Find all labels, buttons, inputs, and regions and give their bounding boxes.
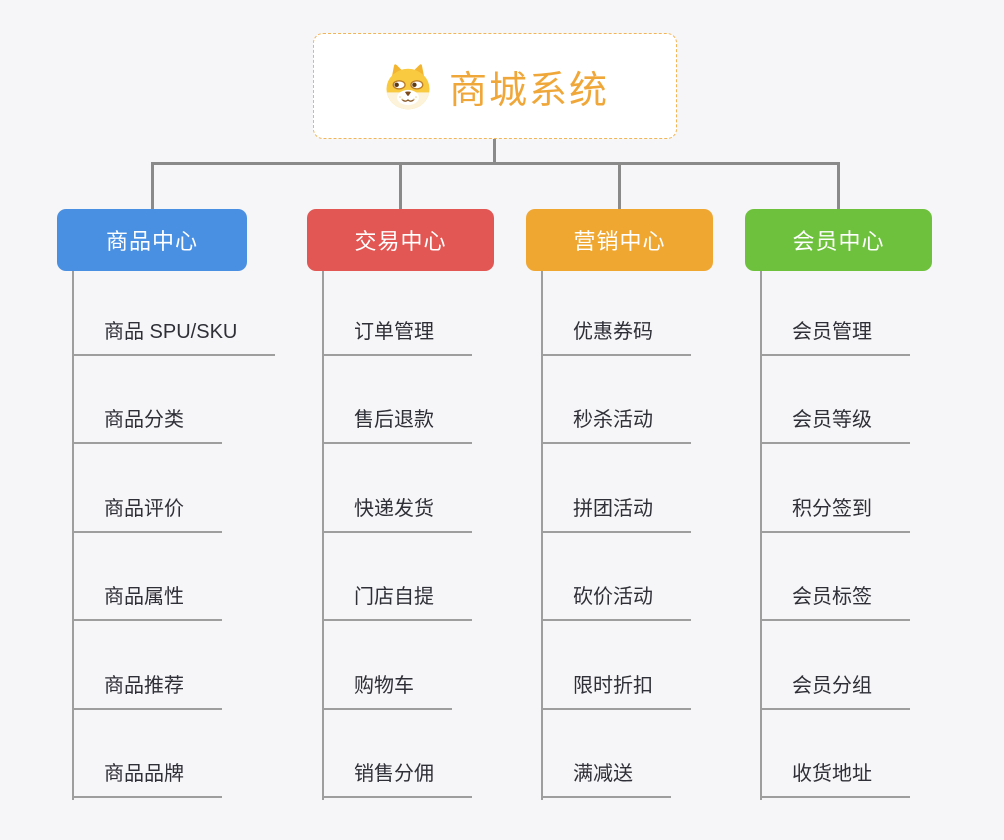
leaf-node[interactable]: 订单管理: [322, 320, 472, 356]
branch-node-1[interactable]: 交易中心: [307, 209, 494, 271]
branch-trunk-line-2: [541, 271, 543, 800]
branch-trunk-line-1: [322, 271, 324, 800]
leaf-node[interactable]: 会员等级: [760, 408, 910, 445]
leaf-node[interactable]: 快递发货: [322, 497, 472, 533]
branch-label: 会员中心: [792, 229, 885, 254]
connector-branch-drop-2: [618, 162, 621, 210]
leaf-node[interactable]: 积分签到: [760, 497, 910, 533]
branch-node-0[interactable]: 商品中心: [57, 209, 247, 271]
leaf-node[interactable]: 商品属性: [72, 585, 222, 622]
branch-node-3[interactable]: 会员中心: [745, 209, 932, 271]
root-node[interactable]: 商城系统: [313, 33, 677, 139]
connector-branch-drop-3: [837, 162, 840, 210]
leaf-node[interactable]: 满减送: [541, 762, 671, 798]
leaf-node[interactable]: 会员标签: [760, 585, 910, 622]
branch-label: 商品中心: [105, 229, 198, 254]
leaf-node[interactable]: 商品推荐: [72, 674, 222, 710]
branch-trunk-line-0: [72, 271, 74, 800]
leaf-node[interactable]: 商品分类: [72, 408, 222, 445]
connector-branch-drop-0: [150, 162, 154, 210]
leaf-node[interactable]: 优惠券码: [541, 320, 691, 356]
leaf-node[interactable]: 秒杀活动: [541, 408, 691, 445]
leaf-node[interactable]: 商品 SPU/SKU: [72, 320, 276, 356]
leaf-node[interactable]: 收货地址: [760, 762, 910, 798]
branch-label: 交易中心: [354, 229, 447, 254]
leaf-node[interactable]: 购物车: [322, 674, 452, 710]
branch-label: 营销中心: [573, 229, 666, 254]
shiba-dog-face-icon: [386, 63, 430, 109]
root-title: 商城系统: [448, 69, 609, 112]
leaf-node[interactable]: 拼团活动: [541, 497, 691, 533]
leaf-node[interactable]: 销售分佣: [322, 762, 472, 798]
leaf-node[interactable]: 砍价活动: [541, 585, 691, 622]
connector-branch-drop-1: [399, 162, 402, 210]
leaf-node[interactable]: 会员管理: [760, 320, 910, 356]
leaf-node[interactable]: 商品品牌: [72, 762, 222, 798]
leaf-node[interactable]: 会员分组: [760, 674, 910, 710]
leaf-node[interactable]: 限时折扣: [541, 674, 691, 710]
leaf-node[interactable]: 门店自提: [322, 585, 472, 622]
branch-trunk-line-3: [760, 271, 762, 800]
connector-root-vertical: [493, 139, 496, 165]
connector-bus: [150, 162, 840, 165]
leaf-node[interactable]: 售后退款: [322, 408, 472, 445]
branch-node-2[interactable]: 营销中心: [526, 209, 713, 271]
leaf-node[interactable]: 商品评价: [72, 497, 222, 533]
